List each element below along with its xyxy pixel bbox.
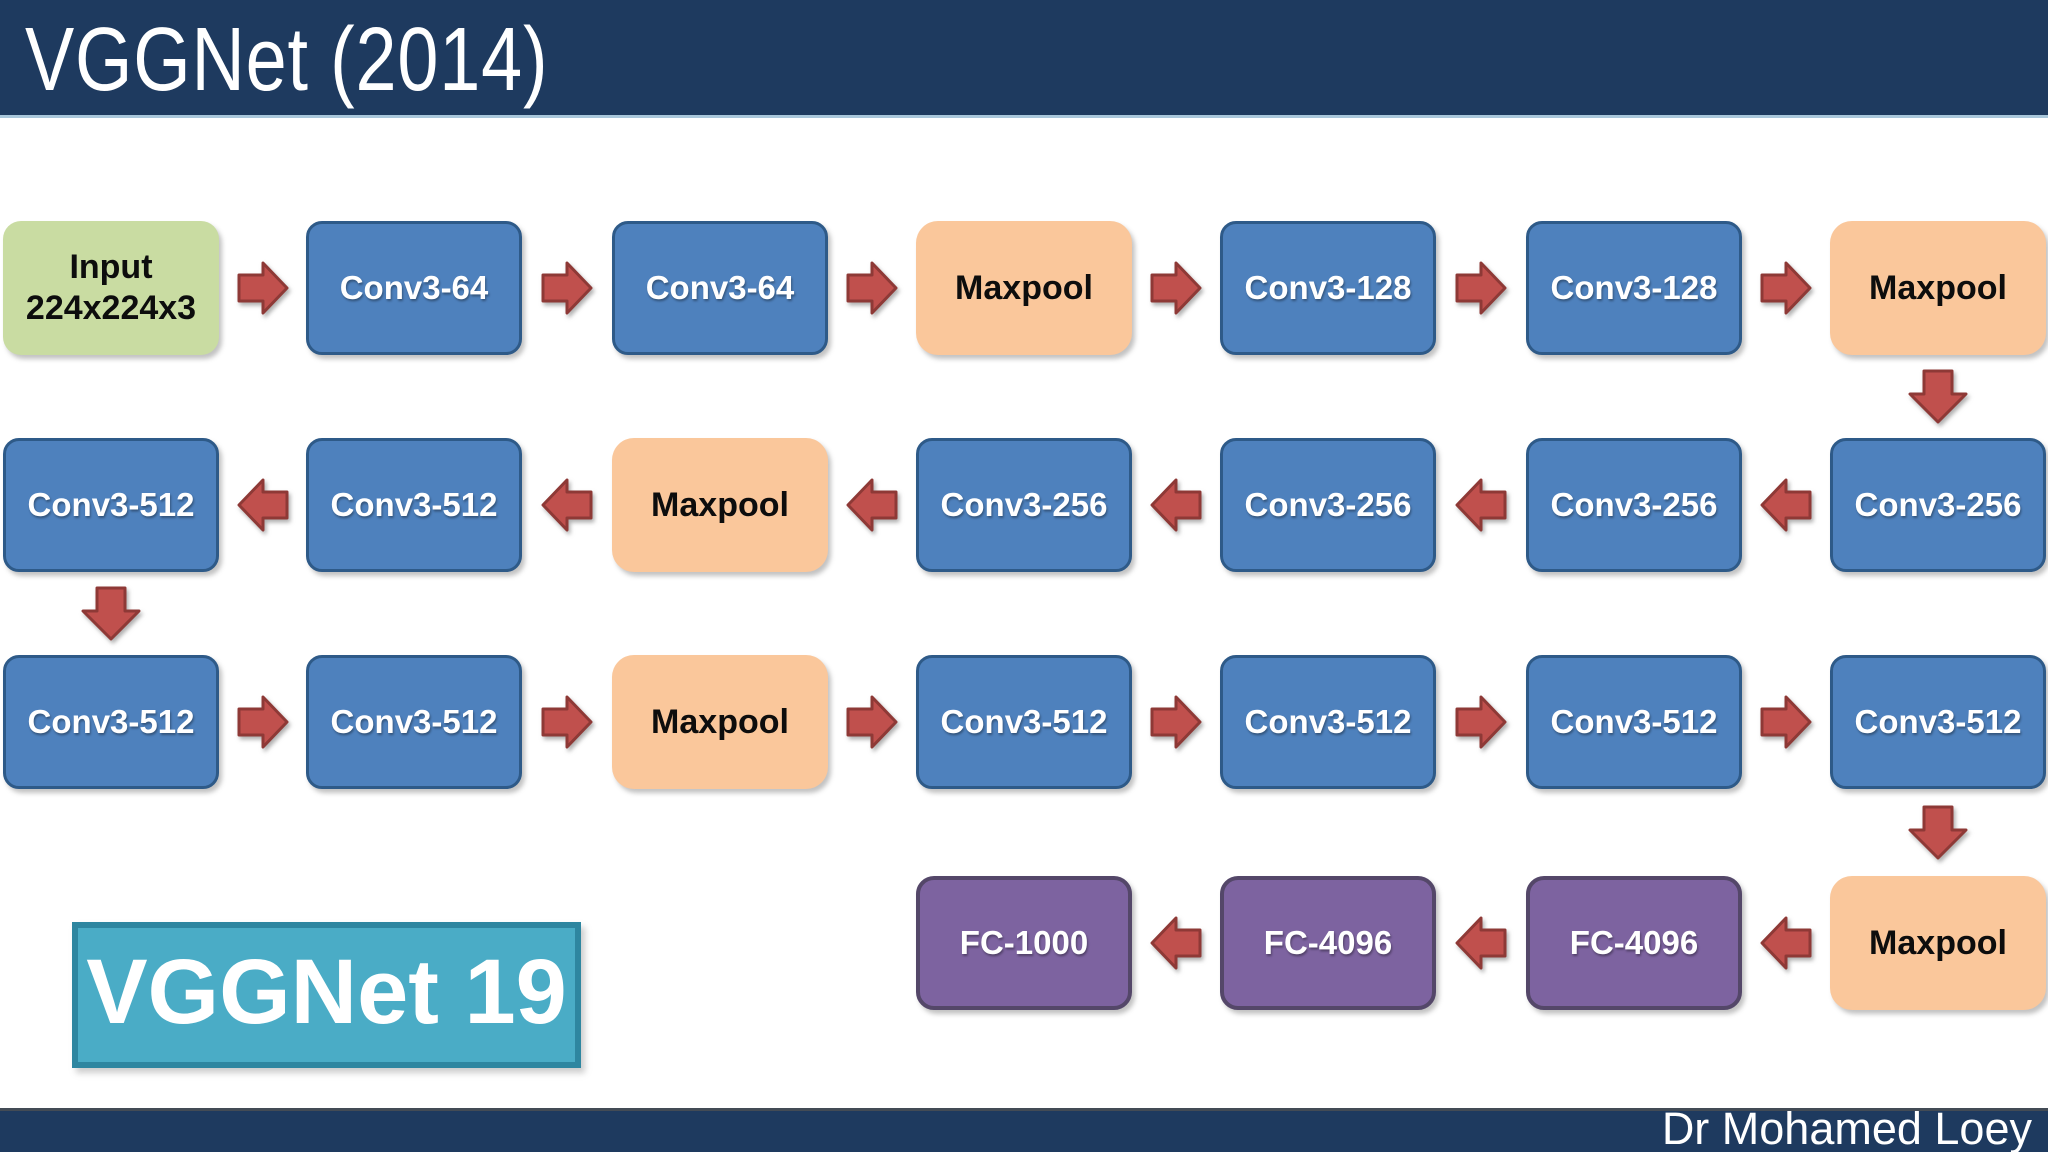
footer-bar: Dr Mohamed Loey (0, 1103, 2048, 1154)
node-conv3-128: Conv3-128 (1526, 221, 1742, 355)
node-label: Conv3-512 (1854, 703, 2022, 740)
slide-title: VGGNet (2014) (25, 10, 549, 110)
node-maxpool: Maxpool (916, 221, 1132, 355)
node-conv3-512: Conv3-512 (1220, 655, 1436, 789)
arrow-right-icon (846, 260, 898, 316)
arrow-right-icon (1150, 260, 1202, 316)
arrow-right-icon (1455, 694, 1507, 750)
node-label: FC-1000 (959, 924, 1089, 961)
arrow-left-icon (1150, 915, 1202, 971)
node-label: Conv3-512 (940, 703, 1108, 740)
arrow-right-icon (1760, 694, 1812, 750)
node-label: Conv3-64 (339, 269, 489, 306)
vggnet19-label: VGGNet 19 (86, 940, 567, 1043)
footer-author: Dr Mohamed Loey (1661, 1103, 2032, 1154)
vggnet19-badge: VGGNet 19 (72, 922, 581, 1068)
node-label: Maxpool (1869, 268, 2007, 307)
arrow-left-icon (1150, 477, 1202, 533)
node-label: Maxpool (955, 268, 1093, 307)
arrow-down-icon (1906, 805, 1970, 861)
node-conv3-256: Conv3-256 (1526, 438, 1742, 572)
node-conv3-512: Conv3-512 (1526, 655, 1742, 789)
node-conv3-128: Conv3-128 (1220, 221, 1436, 355)
node-label-line: Input (69, 247, 153, 286)
node-conv3-512: Conv3-512 (3, 655, 219, 789)
arrow-left-icon (1455, 915, 1507, 971)
arrow-right-icon (541, 260, 593, 316)
arrow-right-icon (237, 694, 289, 750)
node-label: Conv3-128 (1550, 269, 1718, 306)
node-conv3-512: Conv3-512 (916, 655, 1132, 789)
node-conv3-256: Conv3-256 (916, 438, 1132, 572)
node-label-line: 224x224x3 (25, 289, 197, 327)
node-label: Conv3-512 (27, 703, 195, 740)
node-fc-4096: FC-4096 (1220, 876, 1436, 1010)
node-conv3-512: Conv3-512 (3, 438, 219, 572)
node-label: FC-4096 (1263, 924, 1393, 961)
node-conv3-64: Conv3-64 (306, 221, 522, 355)
node-label: Maxpool (651, 702, 789, 741)
node-label: Conv3-256 (940, 486, 1108, 523)
node-label: Conv3-128 (1244, 269, 1412, 306)
arrow-down-icon (79, 586, 143, 642)
arrow-left-icon (1760, 915, 1812, 971)
node-maxpool: Maxpool (1830, 876, 2046, 1010)
arrow-right-icon (1150, 694, 1202, 750)
arrow-left-icon (237, 477, 289, 533)
node-fc-1000: FC-1000 (916, 876, 1132, 1010)
arrow-left-icon (1760, 477, 1812, 533)
node-label: Conv3-512 (330, 703, 498, 740)
node-label: Conv3-512 (1244, 703, 1412, 740)
node-label: FC-4096 (1569, 924, 1699, 961)
node-conv3-512: Conv3-512 (1830, 655, 2046, 789)
node-conv3-64: Conv3-64 (612, 221, 828, 355)
arrow-right-icon (1760, 260, 1812, 316)
node-label: Conv3-512 (27, 486, 195, 523)
node-maxpool: Maxpool (612, 655, 828, 789)
node-label: Maxpool (1869, 923, 2007, 962)
node-fc-4096: FC-4096 (1526, 876, 1742, 1010)
node-label: Conv3-64 (645, 269, 795, 306)
arrow-right-icon (237, 260, 289, 316)
arrow-right-icon (1455, 260, 1507, 316)
node-maxpool: Maxpool (612, 438, 828, 572)
title-bar: VGGNet (2014) (0, 0, 2048, 118)
node-conv3-512: Conv3-512 (306, 655, 522, 789)
node-label: Conv3-512 (1550, 703, 1718, 740)
node-conv3-256: Conv3-256 (1830, 438, 2046, 572)
arrow-left-icon (846, 477, 898, 533)
node-label: Conv3-256 (1550, 486, 1718, 523)
node-conv3-512: Conv3-512 (306, 438, 522, 572)
arrow-left-icon (1455, 477, 1507, 533)
arrow-right-icon (541, 694, 593, 750)
node-label: Conv3-512 (330, 486, 498, 523)
arrow-right-icon (846, 694, 898, 750)
node-label: Conv3-256 (1244, 486, 1412, 523)
arrow-left-icon (541, 477, 593, 533)
node-conv3-256: Conv3-256 (1220, 438, 1436, 572)
node-label: Conv3-256 (1854, 486, 2022, 523)
node-label: Maxpool (651, 485, 789, 524)
arrow-down-icon (1906, 369, 1970, 425)
node-maxpool: Maxpool (1830, 221, 2046, 355)
